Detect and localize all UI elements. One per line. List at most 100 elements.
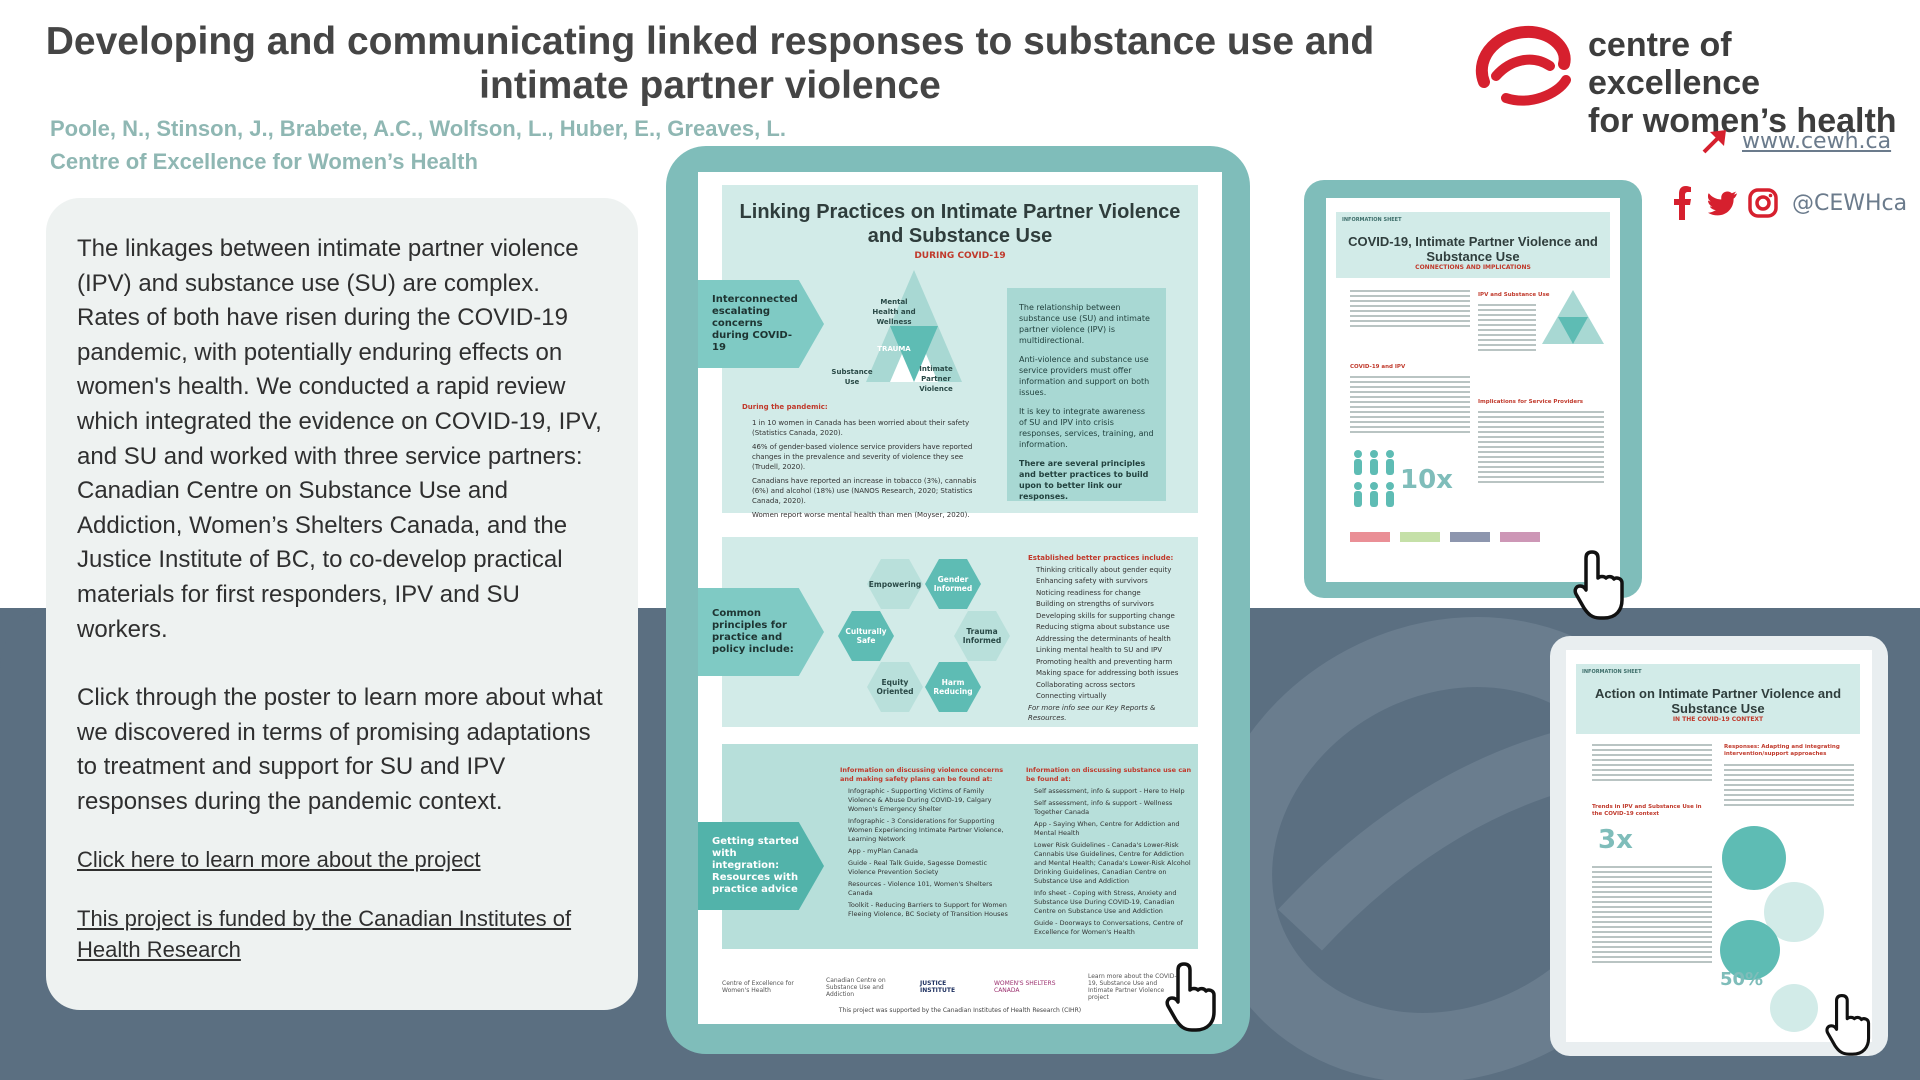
- sheet-2-stat-2: 50%: [1720, 969, 1764, 990]
- sheet-2-subtitle: IN THE COVID-19 CONTEXT: [1672, 716, 1764, 723]
- social-row: @CEWHca: [1668, 186, 1907, 220]
- sheet-1-stat: 10x: [1400, 465, 1453, 495]
- funding-link[interactable]: This project is funded by the Canadian I…: [77, 905, 572, 962]
- sheet-2-heading-trends: Trends in IPV and Substance Use in the C…: [1592, 804, 1702, 817]
- sheet-2-text-block: [1592, 866, 1712, 966]
- pandemic-point: 1 in 10 women in Canada has been worried…: [752, 419, 970, 437]
- key-point: It is key to integrate awareness of SU a…: [1019, 407, 1154, 449]
- practice-item: Reducing stigma about substance use: [1036, 623, 1170, 631]
- practice-item: Thinking critically about gender equity: [1036, 565, 1172, 574]
- website-link[interactable]: www.cewh.ca: [1742, 128, 1892, 154]
- practices-list: Established better practices include: Th…: [1028, 553, 1193, 723]
- practices-heading: Established better practices include:: [1028, 554, 1174, 562]
- key-point: There are several principles and better …: [1019, 459, 1149, 501]
- social-handle[interactable]: @CEWHca: [1792, 190, 1908, 216]
- sheet-2-title: Action on Intimate Partner Violence and …: [1594, 686, 1842, 716]
- poster-subtitle: DURING COVID-19: [914, 251, 1006, 261]
- partner-logo: Canadian Centre on Substance Use and Add…: [826, 976, 886, 998]
- logo-line-1: centre of excellence: [1588, 26, 1761, 102]
- pandemic-heading: During the pandemic:: [742, 403, 828, 411]
- key-point: The relationship between substance use (…: [1019, 303, 1150, 345]
- pointer-hand-icon: [1822, 992, 1876, 1056]
- poster-key-points: The relationship between substance use (…: [1007, 288, 1166, 501]
- pandemic-point: Women report worse mental health than me…: [752, 511, 970, 519]
- pandemic-point: Canadians have reported an increase in t…: [752, 477, 977, 505]
- learn-more-link[interactable]: Learn more about the COVID-19, Substance…: [1088, 973, 1177, 1001]
- cewh-logo-mark-icon: [1476, 25, 1571, 106]
- practice-item: Noticing readiness for change: [1036, 588, 1141, 597]
- project-link[interactable]: Click here to learn more about the proje…: [77, 846, 481, 872]
- resource-item: Self assessment, info & support - Wellne…: [1034, 799, 1173, 816]
- sheet-2-stat-1: 3x: [1598, 825, 1633, 855]
- section-2-label: Common principles for practice and polic…: [698, 588, 824, 676]
- sheet-2-approaches-diagram: [1720, 826, 1824, 1032]
- affiliation: Centre of Excellence for Women’s Health: [50, 149, 478, 174]
- poster-title: Linking Practices on Intimate Partner Vi…: [739, 201, 1181, 247]
- practice-item: Enhancing safety with survivors: [1036, 577, 1148, 585]
- triangle-label-right: Intimate Partner Violence: [919, 365, 953, 393]
- pointer-hand-icon: [1162, 960, 1222, 1032]
- sheet-1-logos: [1350, 532, 1600, 546]
- triangle-label-center: TRAUMA: [877, 345, 911, 353]
- sheet-2-tag: INFORMATION SHEET: [1582, 669, 1642, 675]
- sheet-1-heading-implications: Implications for Service Providers: [1478, 399, 1584, 405]
- facebook-icon[interactable]: [1668, 186, 1698, 220]
- intro-paragraph-2: Click through the poster to learn more a…: [77, 684, 603, 815]
- resource-item: Resources - Violence 101, Women's Shelte…: [848, 880, 993, 897]
- sheet-2-text-block: [1724, 764, 1854, 809]
- practice-item: Developing skills for supporting change: [1036, 611, 1175, 620]
- resource-item: Lower Risk Guidelines - Canada's Lower-R…: [1034, 841, 1191, 885]
- section-1-label: Interconnected escalating concerns durin…: [698, 280, 824, 368]
- page-title: Developing and communicating linked resp…: [45, 20, 1375, 107]
- pandemic-point: 46% of gender-based violence service pro…: [752, 443, 973, 471]
- resources-violence-heading: Information on discussing violence conce…: [840, 766, 1004, 783]
- resources-violence: Information on discussing violence conce…: [840, 766, 1008, 919]
- trauma-triangle-diagram: [862, 262, 966, 394]
- practice-item: Promoting health and preventing harm: [1036, 657, 1173, 666]
- section-3-label: Getting started with integration: Resour…: [698, 822, 824, 910]
- sheet-1-title: COVID-19, Intimate Partner Violence and …: [1348, 234, 1598, 264]
- sheet-1-text-block: [1478, 304, 1536, 354]
- partner-logo: JUSTICE INSTITUTE: [920, 980, 956, 994]
- practice-item: Connecting virtually: [1036, 692, 1107, 700]
- resource-item: Infographic - 3 Considerations for Suppo…: [848, 817, 1004, 843]
- sheet-2-text-block: [1592, 744, 1712, 784]
- sheet-1-header: [1336, 212, 1610, 278]
- sheet-1-heading-ipvsu: IPV and Substance Use: [1478, 292, 1550, 298]
- resource-item: App - myPlan Canada: [848, 847, 918, 855]
- pointer-hand-icon: [1570, 548, 1630, 620]
- resources-substance-use-heading: Information on discussing substance use …: [1026, 766, 1192, 783]
- resource-item: Guide - Doorways to Conversations, Centr…: [1034, 919, 1183, 936]
- sheet-1-triangle-diagram: [1542, 290, 1604, 344]
- sheet-1-text-block: [1478, 411, 1604, 486]
- triangle-label-left: Substance Use: [831, 368, 873, 386]
- partner-logo: WOMEN'S SHELTERS CANADA: [994, 980, 1056, 994]
- practice-item: Linking mental health to SU and IPV: [1036, 646, 1163, 654]
- instagram-icon[interactable]: [1748, 186, 1778, 220]
- practices-more[interactable]: For more info see our Key Reports & Reso…: [1028, 704, 1156, 722]
- practice-item: Collaborating across sectors: [1036, 680, 1136, 689]
- website-row: www.cewh.ca: [1700, 126, 1891, 156]
- sheet-1-subtitle: CONNECTIONS AND IMPLICATIONS: [1415, 264, 1531, 271]
- sheet-1-text-block: [1350, 290, 1470, 330]
- cewh-logo[interactable]: centre of excellence for women’s health: [1470, 24, 1900, 140]
- resource-item: Self assessment, info & support - Here t…: [1034, 787, 1185, 795]
- resource-item: Infographic - Supporting Victims of Fami…: [848, 787, 992, 813]
- practice-item: Making space for addressing both issues: [1036, 669, 1179, 677]
- partner-logos: Centre of Excellence for Women's Health …: [722, 972, 1198, 1002]
- poster-footer: This project was supported by the Canadi…: [838, 1007, 1082, 1014]
- resource-item: Toolkit - Reducing Barriers to Support f…: [848, 901, 1008, 918]
- authors: Poole, N., Stinson, J., Brabete, A.C., W…: [50, 116, 786, 141]
- sheet-1-text-block: [1350, 376, 1470, 436]
- key-point: Anti-violence and substance use service …: [1019, 355, 1150, 397]
- pandemic-list: During the pandemic: 1 in 10 women in Ca…: [742, 402, 992, 520]
- resource-item: App - Saying When, Centre for Addiction …: [1034, 820, 1180, 837]
- sheet-1-people-icon: [1354, 450, 1394, 507]
- practice-item: Addressing the determinants of health: [1036, 634, 1171, 643]
- logo-line-2: for women’s health: [1588, 102, 1897, 140]
- triangle-label-top: Mental Health and Wellness: [872, 298, 916, 326]
- resource-item: Info sheet - Coping with Stress, Anxiety…: [1034, 889, 1177, 915]
- twitter-icon[interactable]: [1708, 186, 1738, 220]
- resources-substance-use: Information on discussing substance use …: [1026, 766, 1192, 937]
- resource-item: Guide - Real Talk Guide, Sagesse Domesti…: [848, 859, 988, 876]
